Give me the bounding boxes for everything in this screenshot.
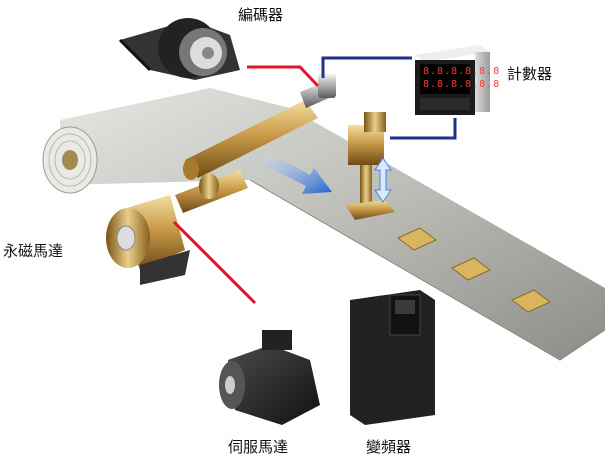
servo-motor-label: 伺服馬達 xyxy=(228,438,289,456)
pm-motor-label: 永磁馬達 xyxy=(3,242,64,260)
counter-device xyxy=(415,45,490,115)
inverter-label: 變頻器 xyxy=(366,438,412,456)
paper-roll xyxy=(42,126,98,194)
counter-display-top: 8.8.8.8.8.8 xyxy=(423,66,501,77)
belt-motion-arrow xyxy=(262,152,332,194)
sensor-tower xyxy=(345,112,395,220)
product-items xyxy=(397,227,551,313)
signal-wiring xyxy=(172,56,457,305)
inverter-drive xyxy=(350,290,435,425)
upper-roller xyxy=(183,74,336,180)
encoder-label: 編碼器 xyxy=(238,6,284,24)
counter-label: 計數器 xyxy=(507,65,553,83)
counter-display-bottom: 8.8.8.8.8.8 xyxy=(423,79,501,90)
lower-roller xyxy=(175,170,248,213)
vertical-motion-arrow xyxy=(374,157,392,203)
permanent-magnet-motor xyxy=(106,195,190,285)
servo-motor xyxy=(219,330,320,425)
encoder xyxy=(118,18,240,80)
